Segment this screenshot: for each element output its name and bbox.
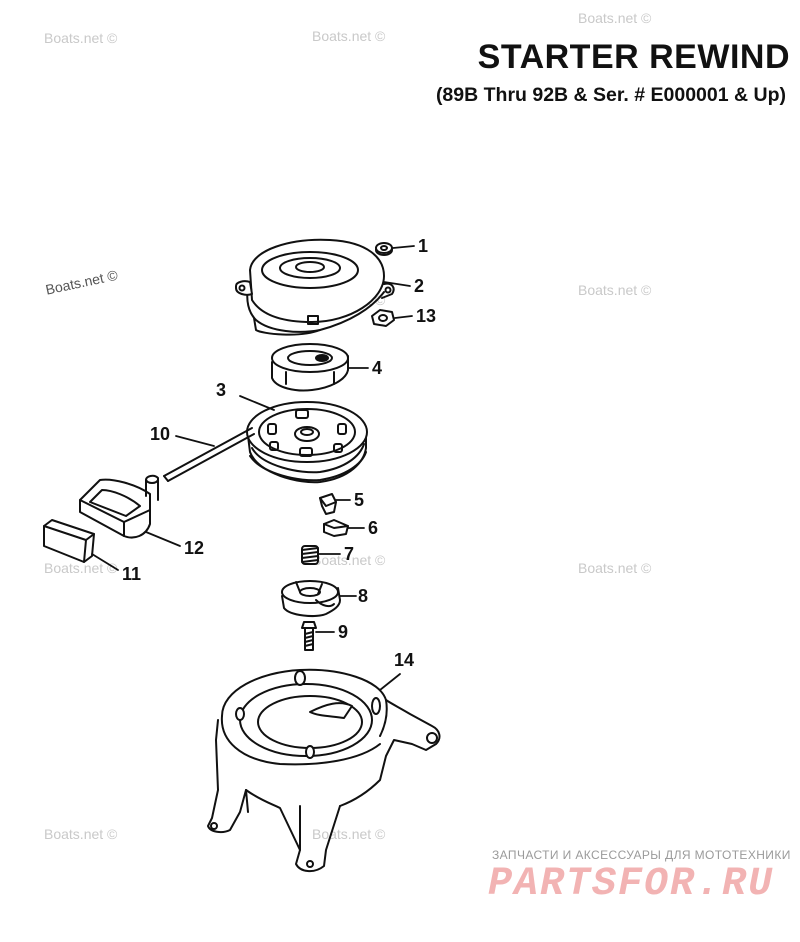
footer-tagline: ЗАПЧАСТИ И АКСЕССУАРЫ ДЛЯ МОТОТЕХНИКИ <box>492 848 791 862</box>
part-10-starter-rope <box>163 427 255 482</box>
page-subtitle: (89B Thru 92B & Ser. # E000001 & Up) <box>435 84 786 106</box>
callout-1: 1 <box>418 236 428 256</box>
callout-7: 7 <box>344 544 354 564</box>
page-title: STARTER REWIND <box>477 38 790 76</box>
callout-9: 9 <box>338 622 348 642</box>
watermark: Boats.net © <box>312 28 386 44</box>
watermark: Boats.net © <box>578 560 652 576</box>
watermark: Boats.net © <box>44 560 118 576</box>
partsfor-logo: PARTSFOR.RU <box>488 862 775 907</box>
callout-13: 13 <box>416 306 436 326</box>
callout-14: 14 <box>394 650 414 670</box>
part-3-pulley <box>246 401 368 484</box>
part-2-starter-housing <box>235 238 395 336</box>
callout-10: 10 <box>150 424 170 444</box>
callout-2: 2 <box>414 276 424 296</box>
part-11-handle-insert <box>43 519 95 563</box>
part-13-washer <box>371 309 395 327</box>
watermark: Boats.net © <box>312 552 386 568</box>
part-9-screw <box>301 621 317 651</box>
callout-11: 11 <box>122 564 141 584</box>
part-5-pawl <box>319 493 337 515</box>
callout-8: 8 <box>358 586 368 606</box>
callout-3: 3 <box>216 380 226 400</box>
part-8-pawl-retainer <box>281 580 341 617</box>
part-4-spring-cup <box>271 343 349 392</box>
callout-12: 12 <box>184 538 204 558</box>
leader-lines <box>91 245 415 691</box>
watermark: Boats.net © <box>44 30 118 46</box>
callout-6: 6 <box>368 518 378 538</box>
part-7-spring <box>301 545 319 565</box>
part-1-nut <box>375 242 393 256</box>
callout-4: 4 <box>372 358 382 378</box>
callout-numbers: 1 2 13 4 3 10 12 11 5 6 7 8 9 14 <box>122 236 436 670</box>
part-6-pawl <box>323 519 349 537</box>
watermark: Boats.net © <box>578 282 652 298</box>
watermark: Boats.net © <box>578 10 652 26</box>
callout-5: 5 <box>354 490 364 510</box>
part-14-starter-base <box>207 668 441 872</box>
part-12-handle <box>79 474 159 539</box>
watermark: Boats.net © <box>44 826 118 842</box>
